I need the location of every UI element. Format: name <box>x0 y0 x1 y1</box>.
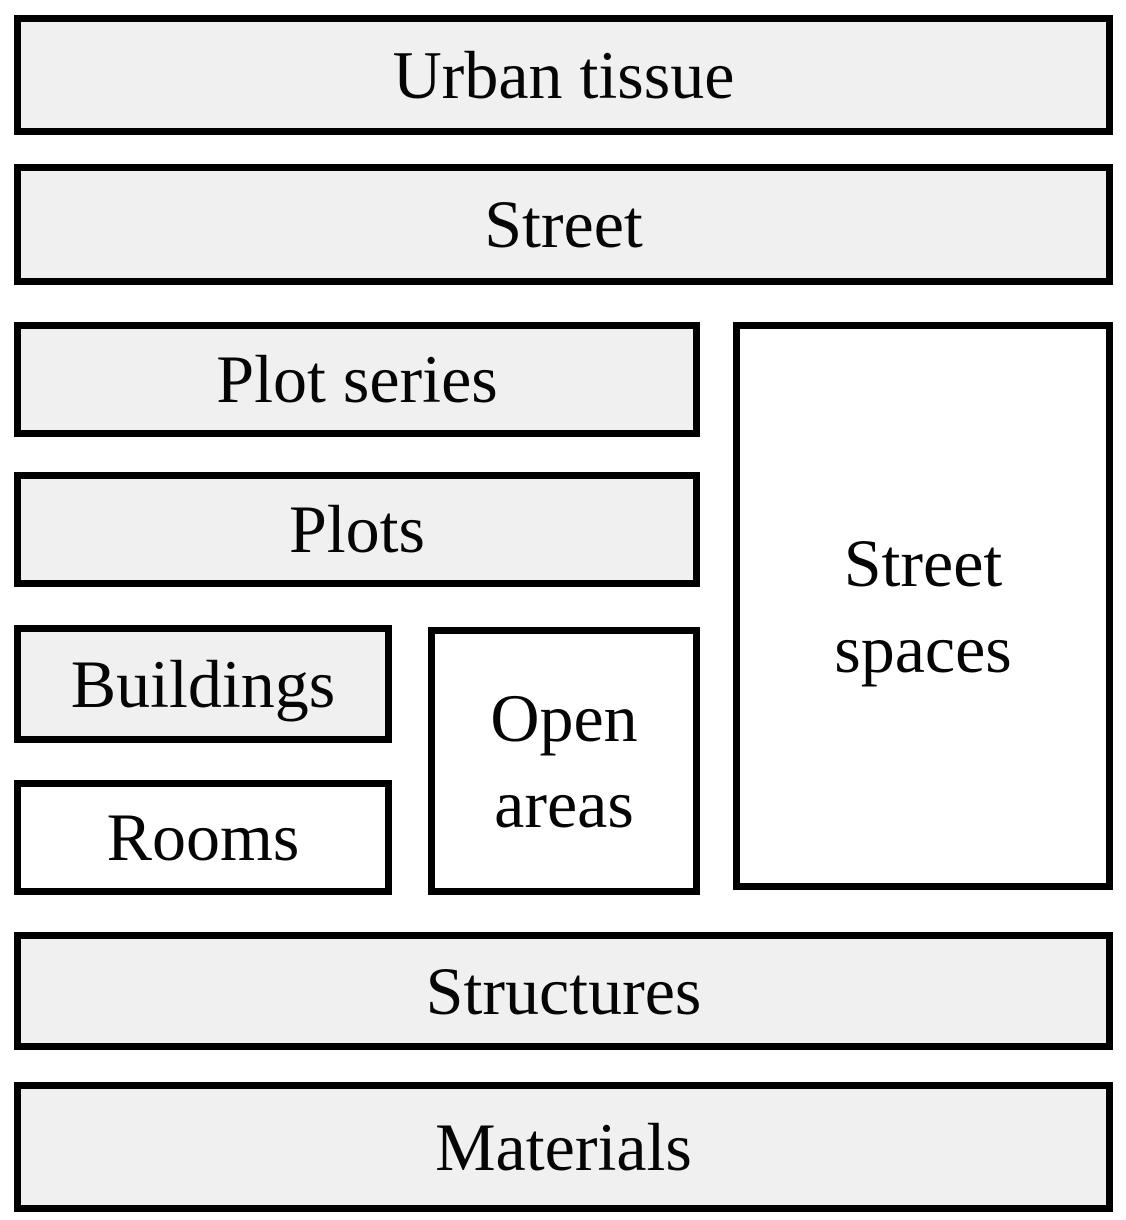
box-plot-series-label: Plot series <box>216 341 498 418</box>
box-materials: Materials <box>14 1082 1113 1212</box>
box-street-label: Street <box>484 186 643 263</box>
box-materials-label: Materials <box>435 1108 692 1185</box>
box-open-areas: Open areas <box>428 627 700 895</box>
box-structures-label: Structures <box>425 952 702 1029</box>
box-plot-series: Plot series <box>14 322 700 437</box>
box-urban-tissue: Urban tissue <box>14 15 1113 135</box>
box-buildings-label: Buildings <box>70 645 336 722</box>
box-open-areas-label: Open areas <box>490 679 638 842</box>
box-buildings: Buildings <box>14 625 392 743</box>
box-rooms: Rooms <box>14 780 392 895</box>
box-structures: Structures <box>14 932 1113 1050</box>
box-street-spaces: Street spaces <box>733 322 1113 890</box>
box-plots: Plots <box>14 472 700 587</box>
box-street-spaces-label: Street spaces <box>834 524 1012 687</box>
box-street: Street <box>14 164 1113 285</box>
box-urban-tissue-label: Urban tissue <box>392 36 735 113</box>
box-rooms-label: Rooms <box>106 799 300 876</box>
box-plots-label: Plots <box>288 491 426 568</box>
